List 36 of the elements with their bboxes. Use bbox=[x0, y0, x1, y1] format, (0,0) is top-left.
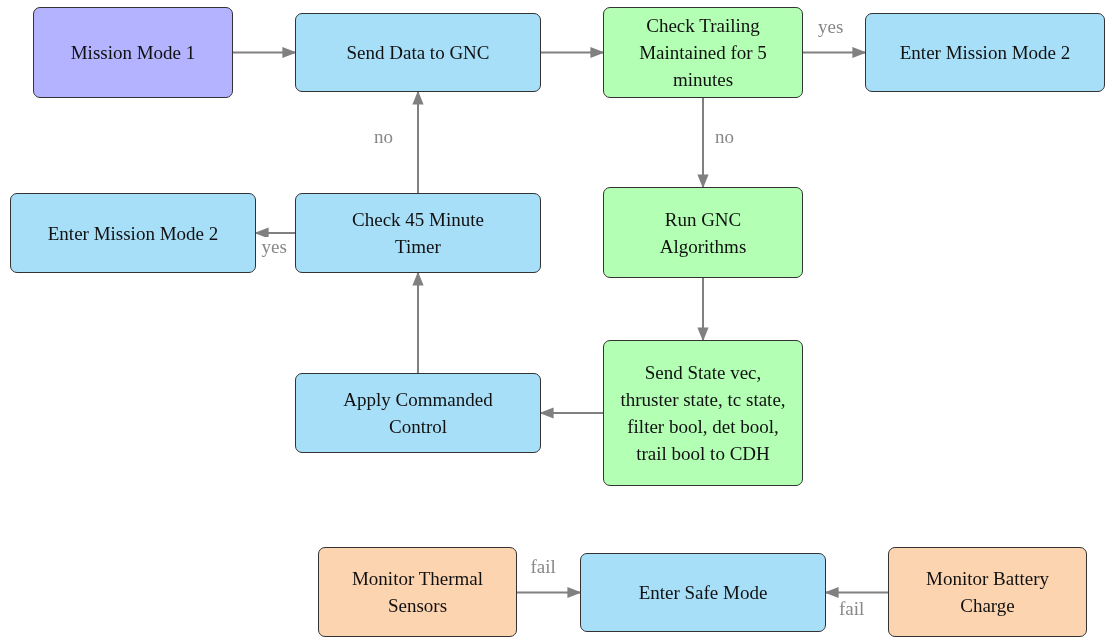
process-box bbox=[888, 547, 1087, 637]
arrow bbox=[412, 90, 424, 194]
arrow bbox=[697, 277, 709, 342]
process-box bbox=[580, 553, 826, 632]
arrow bbox=[516, 586, 582, 599]
process-box bbox=[10, 193, 256, 273]
box-label: Enter Safe Mode bbox=[638, 581, 768, 605]
box-label: Monitor Battery Charge bbox=[925, 567, 1050, 618]
box-label: Run GNC Algorithms bbox=[658, 207, 748, 259]
box-label: Enter Mission Mode 2 bbox=[899, 41, 1071, 65]
arrow bbox=[802, 46, 867, 59]
process-box bbox=[603, 187, 803, 278]
process-box bbox=[603, 7, 803, 98]
process-box bbox=[295, 193, 541, 273]
box-label: Send Data to GNC bbox=[346, 41, 490, 65]
process-box bbox=[295, 13, 541, 92]
edge-label: yes bbox=[259, 237, 289, 257]
process-box bbox=[865, 13, 1105, 92]
arrow bbox=[540, 46, 605, 59]
box-label: Enter Mission Mode 2 bbox=[47, 221, 219, 246]
process-box bbox=[295, 373, 541, 453]
box-label: Monitor Thermal Sensors bbox=[350, 567, 484, 618]
process-box bbox=[603, 340, 803, 486]
box-label: Mission Mode 1 bbox=[70, 41, 196, 65]
arrow bbox=[232, 46, 297, 59]
arrow bbox=[697, 97, 709, 189]
process-box bbox=[33, 7, 233, 98]
arrow bbox=[412, 271, 424, 374]
box-label: Apply Commanded Control bbox=[342, 388, 494, 439]
arrow bbox=[254, 227, 296, 239]
arrow bbox=[539, 407, 604, 419]
process-box bbox=[318, 547, 517, 637]
box-label: Check 45 Minute Timer bbox=[351, 208, 485, 259]
arrow bbox=[824, 586, 889, 599]
box-label: Send State vec, thruster state, tc state, filter bool, det bool, trail bool to CDH bbox=[619, 361, 787, 466]
box-label: Check Trailing Maintained for 5 minutes bbox=[638, 14, 768, 92]
